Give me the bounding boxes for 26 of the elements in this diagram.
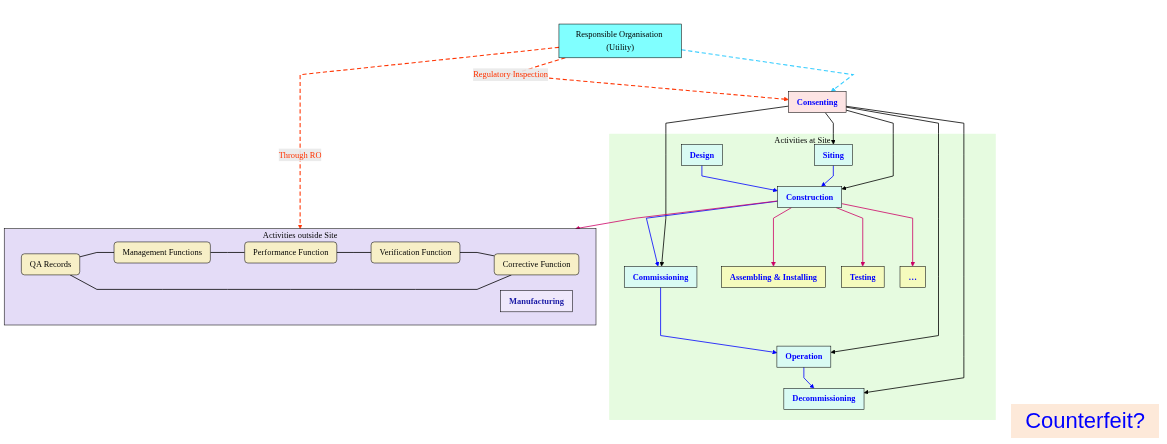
- connector: [210, 252, 246, 253]
- node-box: Design: [681, 144, 723, 166]
- arrow: [680, 49, 855, 92]
- note-label: Counterfeit?: [1011, 404, 1159, 438]
- node-box: Responsible Organisation (Utility): [558, 23, 682, 59]
- node-box: Manufacturing: [500, 290, 573, 313]
- node-box: QA Records: [21, 253, 80, 276]
- edge-label: Regulatory Inspection: [473, 69, 548, 79]
- node-box: Commissioning: [624, 266, 698, 288]
- connector: [459, 252, 495, 257]
- node-box: Operation: [776, 345, 832, 368]
- node-box: Decommissioning: [783, 388, 865, 410]
- node-box: Construction: [777, 186, 842, 208]
- arrow: [297, 46, 560, 229]
- node-box: Performance Function: [244, 241, 338, 264]
- connector: [336, 252, 372, 253]
- node-box: Consenting: [788, 91, 847, 113]
- edge-label: Through RO: [278, 150, 322, 160]
- node-box: Corrective Function: [493, 253, 580, 276]
- node-box: Testing: [841, 266, 885, 288]
- node-box: Management Functions: [113, 241, 211, 264]
- node-box: Verification Function: [370, 241, 461, 264]
- node-box: …: [899, 266, 926, 288]
- connector: [79, 252, 115, 258]
- node-box: Siting: [814, 144, 853, 166]
- node-box: Assembling & Installing: [721, 266, 826, 288]
